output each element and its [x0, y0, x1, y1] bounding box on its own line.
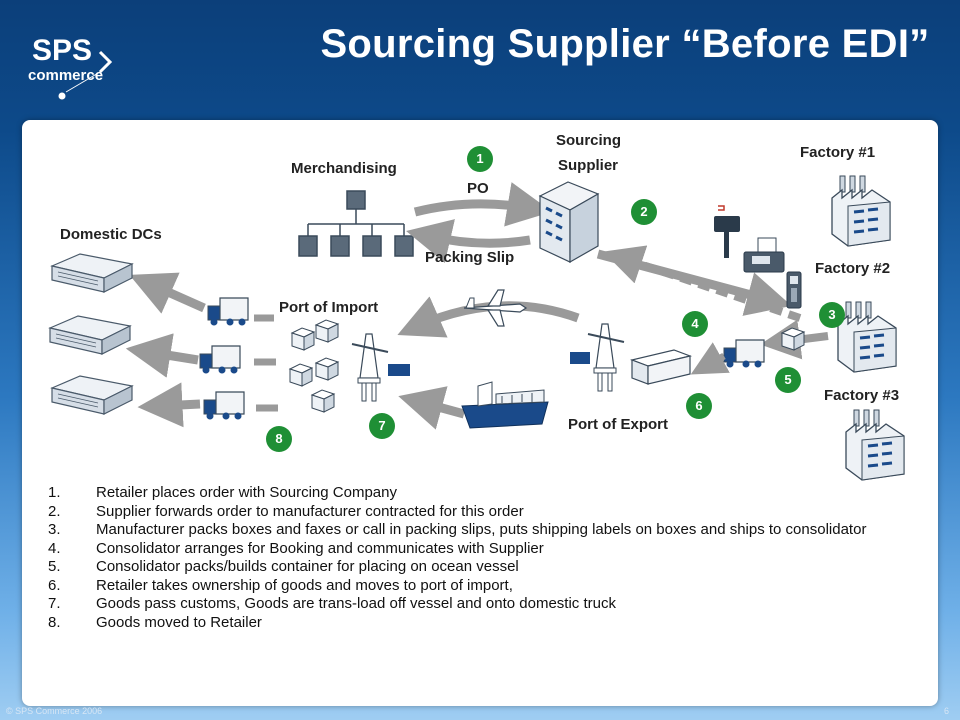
step-item: 3. Manufacturer packs boxes and faxes or …: [48, 521, 908, 540]
step-number: 6.: [48, 576, 61, 594]
domestic-truck-2-icon: [199, 345, 241, 375]
sps-commerce-logo: SPS commerce: [26, 30, 136, 110]
sourcing-label-line1: Sourcing: [556, 132, 622, 149]
factory-1-label: Factory #1: [800, 144, 876, 161]
step-text: Consolidator packs/builds container for …: [96, 558, 519, 575]
fax-machine-icon: [743, 237, 785, 273]
step-number: 7.: [48, 595, 61, 612]
airplane-icon: [463, 289, 528, 327]
step-text: Goods pass customs, Goods are trans-load…: [96, 595, 616, 612]
sourcing-label-line2: Supplier: [558, 157, 619, 174]
domestic-dc-1-icon: [51, 253, 133, 293]
mailbox-icon: [714, 205, 740, 258]
step-text: Retailer takes ownership of goods and mo…: [96, 576, 513, 594]
step-badge-1: 1: [467, 146, 493, 172]
step-item: 5. Consolidator packs/builds container fo…: [48, 558, 908, 577]
domestic-truck-1-icon: [207, 297, 249, 327]
step-badge-4: 4: [682, 311, 708, 337]
cargo-ship-icon: [461, 381, 549, 429]
step-number: 3.: [48, 521, 61, 538]
step-text: Retailer places order with Sourcing Comp…: [96, 484, 397, 501]
port-of-export-label: Port of Export: [568, 416, 668, 433]
consolidator-to-supplier-dashed-arrow: [603, 245, 802, 322]
factory-1-icon: [830, 174, 892, 248]
step-badge-5: 5: [775, 367, 801, 393]
domestic-dc-3-icon: [51, 375, 133, 415]
step-number: 2.: [48, 502, 61, 520]
consolidator-truck-icon: [723, 339, 765, 369]
logo-graphic: SPS commerce: [28, 34, 113, 100]
page-number: 6: [944, 706, 950, 716]
factory-2-label: Factory #2: [815, 260, 891, 277]
domestic-truck-3-icon: [203, 391, 245, 421]
logo-text-sps: SPS: [32, 34, 92, 67]
export-crane-icon: [570, 323, 625, 392]
step-text: Consolidator arranges for Booking and co…: [96, 539, 544, 557]
logo-arrow: [98, 50, 113, 74]
packing-slip-arrow: [406, 219, 531, 263]
truck-to-dc-3-arrow: [137, 382, 201, 428]
truck-to-container-arrow: [690, 342, 730, 375]
packing-slip-label: Packing Slip: [425, 249, 515, 266]
step-badge-2: 2: [631, 199, 657, 225]
consolidator-box-icon: [781, 327, 805, 351]
step-badge-7: 7: [369, 413, 395, 439]
po-label: PO: [467, 180, 489, 197]
merchandising-label: Merchandising: [291, 160, 397, 177]
import-crane-icon: [351, 333, 410, 402]
logo-text-commerce: commerce: [28, 67, 103, 84]
po-arrow: [413, 182, 553, 227]
factory-3-icon: [844, 408, 906, 482]
step-number: 4.: [48, 539, 61, 557]
step-number: 1.: [48, 484, 61, 501]
step-item: 6. Retailer takes ownership of goods and …: [48, 577, 908, 596]
step-badge-6: 6: [686, 393, 712, 419]
step-text: Manufacturer packs boxes and faxes or ca…: [96, 521, 867, 538]
step-text: Goods moved to Retailer: [96, 613, 262, 631]
step-text: Supplier forwards order to manufacturer …: [96, 502, 524, 520]
step-item: 1. Retailer places order with Sourcing Co…: [48, 484, 908, 503]
phone-icon: [786, 271, 802, 309]
step-item: 4. Consolidator arranges for Booking and …: [48, 540, 908, 559]
steps-list: 1. Retailer places order with Sourcing Co…: [48, 484, 908, 632]
shipping-container-icon: [629, 349, 693, 385]
merchandising-org-chart-icon: [298, 190, 414, 257]
sourcing-supplier-building-icon: [538, 181, 600, 264]
port-of-import-label: Port of Import: [279, 299, 379, 316]
step-number: 8.: [48, 613, 61, 631]
truck-to-dc-2-arrow: [125, 333, 199, 378]
logo-dot: [58, 92, 66, 100]
step-number: 5.: [48, 558, 61, 575]
step-item: 2. Supplier forwards order to manufacture…: [48, 503, 908, 522]
copyright-footer: © SPS Commerce 2006: [6, 706, 103, 716]
truck-to-dc-1-arrow: [129, 272, 206, 314]
slide-title: Sourcing Supplier “Before EDI”: [320, 22, 930, 66]
step-badge-3: 3: [819, 302, 845, 328]
import-boxes-icon: [289, 319, 339, 413]
step-item: 8. Goods moved to Retailer: [48, 614, 908, 633]
factory-3-label: Factory #3: [824, 387, 900, 404]
step-badge-8: 8: [266, 426, 292, 452]
step-item: 7. Goods pass customs, Goods are trans-lo…: [48, 595, 908, 614]
domestic-dcs-label: Domestic DCs: [60, 226, 162, 243]
factory-2-icon: [836, 300, 898, 374]
ocean-freight-arrow: [398, 386, 466, 430]
domestic-dc-2-icon: [49, 315, 131, 355]
